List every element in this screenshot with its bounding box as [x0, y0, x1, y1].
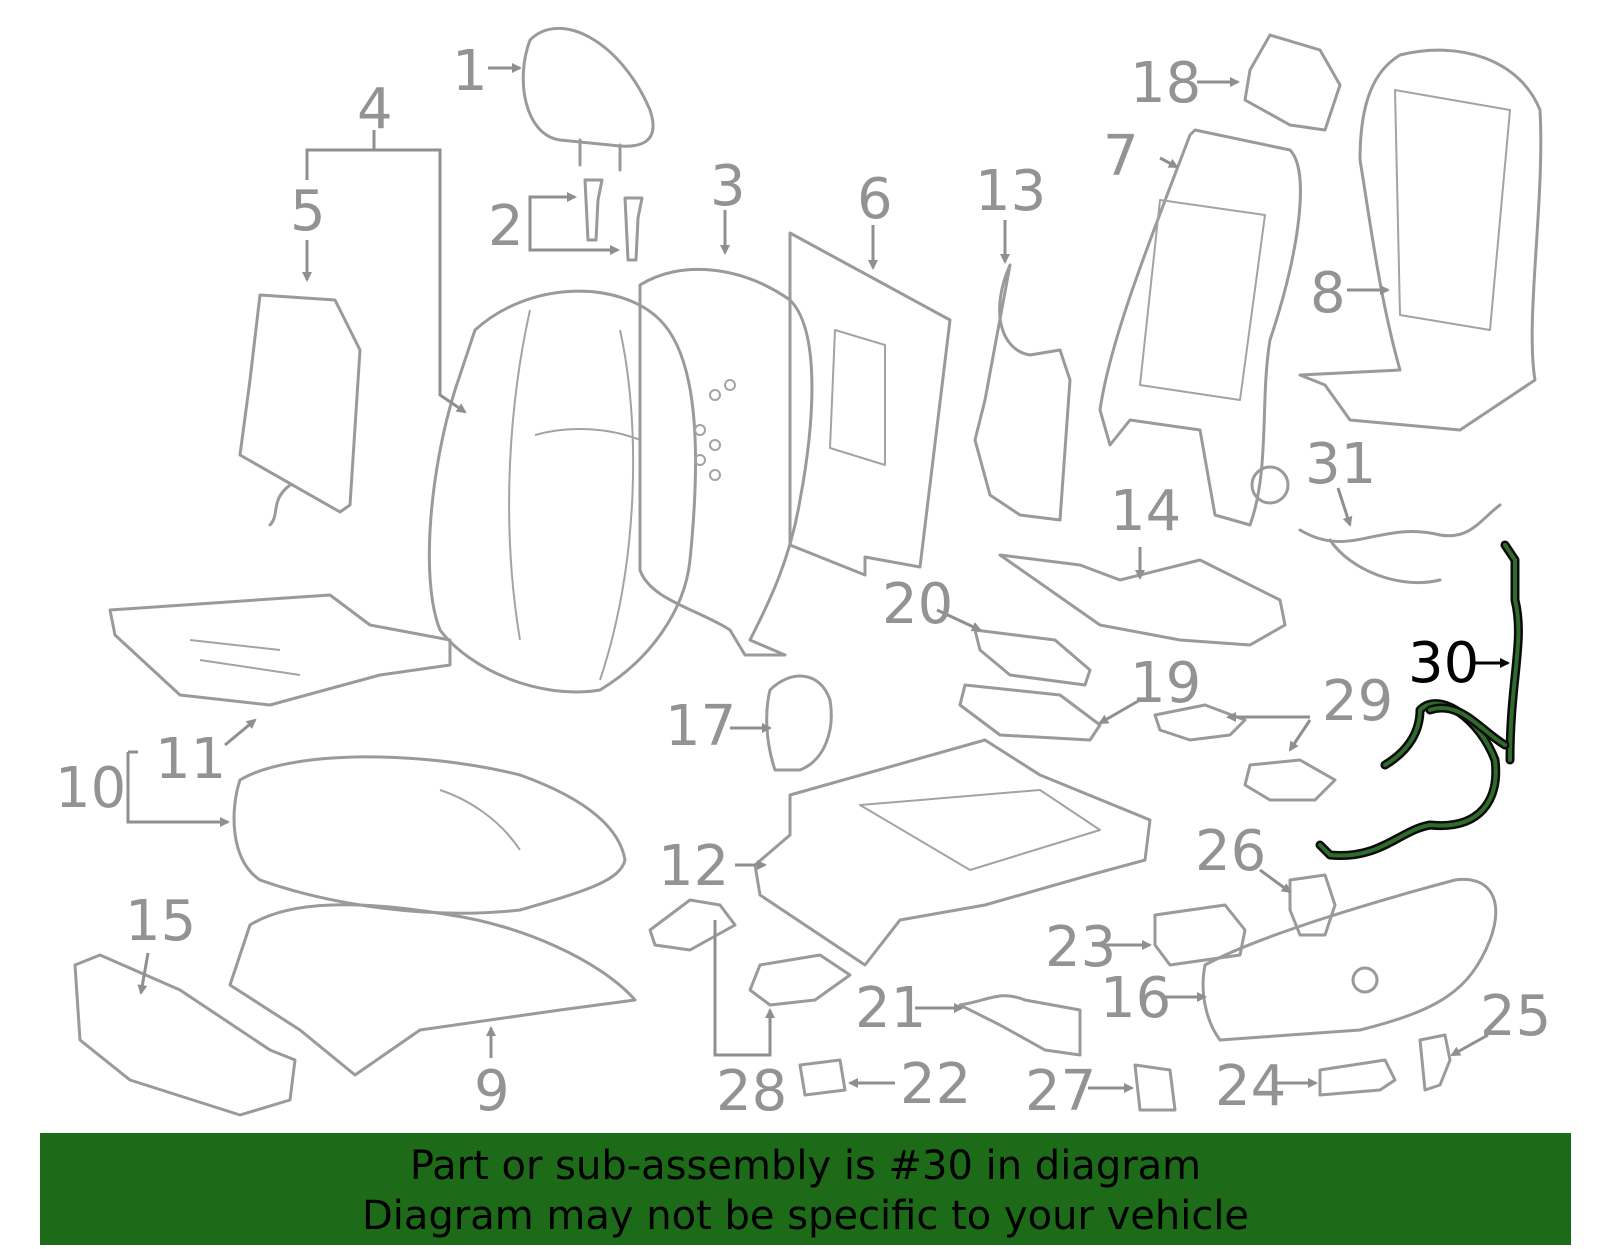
connector-27-part	[1133, 1063, 1177, 1112]
callout-26: 26	[1195, 819, 1266, 884]
callout-15: 15	[125, 889, 196, 954]
front-trim-part	[73, 953, 297, 1117]
callout-23: 23	[1045, 915, 1116, 980]
callout-13: 13	[975, 159, 1046, 224]
callout-1: 1	[452, 39, 488, 104]
leader-lines	[126, 63, 1510, 1093]
callout-12: 12	[658, 834, 729, 899]
callout-24: 24	[1215, 1054, 1286, 1119]
callout-27: 27	[1025, 1059, 1096, 1124]
seatback-board-part	[788, 231, 952, 577]
lumbar-part	[973, 263, 1072, 522]
callout-4: 4	[357, 77, 393, 142]
headrest-guide-part	[583, 178, 644, 262]
back-panel-part	[1298, 48, 1543, 432]
heater-mat-part	[238, 293, 362, 527]
callout-5: 5	[290, 179, 326, 244]
callout-11: 11	[155, 727, 226, 792]
callout-31: 31	[1305, 432, 1376, 497]
callout-20: 20	[882, 572, 953, 637]
cover-29-part	[1153, 703, 1337, 802]
seatback-frame-part	[1098, 128, 1302, 527]
side-shield-part	[1201, 877, 1498, 1042]
callout-labels: 1 2 3 4 5 6 7 8 9 10 11 12 13 14 15 16 1…	[55, 39, 1551, 1124]
cushion-spring-part	[998, 553, 1287, 647]
switch-26-part	[1288, 873, 1337, 937]
switch-23-part	[1153, 903, 1247, 967]
cushion-bracket-upper-part	[973, 628, 1092, 687]
cushion-pad-part	[228, 903, 637, 1077]
callout-7: 7	[1103, 124, 1139, 189]
banner-line-2: Diagram may not be specific to your vehi…	[361, 1193, 1250, 1239]
callout-25: 25	[1480, 984, 1551, 1049]
cushion-heater-part	[108, 593, 452, 707]
knob-24-part	[1318, 1058, 1397, 1097]
callout-2: 2	[488, 194, 524, 259]
banner-line-1: Part or sub-assembly is #30 in diagram	[409, 1143, 1202, 1189]
seat-switch-part	[1243, 33, 1342, 132]
connector-22-part	[798, 1058, 847, 1097]
callout-22: 22	[900, 1052, 971, 1117]
callout-8: 8	[1310, 261, 1346, 326]
callout-17: 17	[665, 694, 736, 759]
callout-14: 14	[1110, 479, 1181, 544]
seat-cushion-part	[232, 755, 627, 915]
callout-9: 9	[474, 1059, 510, 1124]
callout-10: 10	[55, 756, 126, 821]
callout-28: 28	[716, 1059, 787, 1124]
knob-25-part	[1418, 1033, 1452, 1092]
seatback-pad-part	[638, 267, 814, 657]
callout-19: 19	[1130, 651, 1201, 716]
seatback-cover-part	[427, 289, 698, 694]
callout-29: 29	[1322, 669, 1393, 734]
headrest-part	[521, 27, 655, 172]
callout-6: 6	[857, 167, 893, 232]
callout-21: 21	[855, 976, 926, 1041]
cover-28-part	[648, 898, 852, 1007]
callout-30[interactable]: 30	[1408, 631, 1479, 696]
callout-3: 3	[710, 154, 746, 219]
wire-harness-30-part[interactable]	[1315, 540, 1523, 861]
hinge-cover-part	[765, 674, 833, 772]
wire-21-part	[958, 994, 1082, 1057]
callout-18: 18	[1130, 51, 1201, 116]
cushion-bracket-lower-part	[958, 683, 1102, 742]
callout-16: 16	[1100, 966, 1171, 1031]
wire-harness-31-part	[1298, 503, 1502, 585]
info-banner: Part or sub-assembly is #30 in diagram D…	[40, 1133, 1571, 1245]
